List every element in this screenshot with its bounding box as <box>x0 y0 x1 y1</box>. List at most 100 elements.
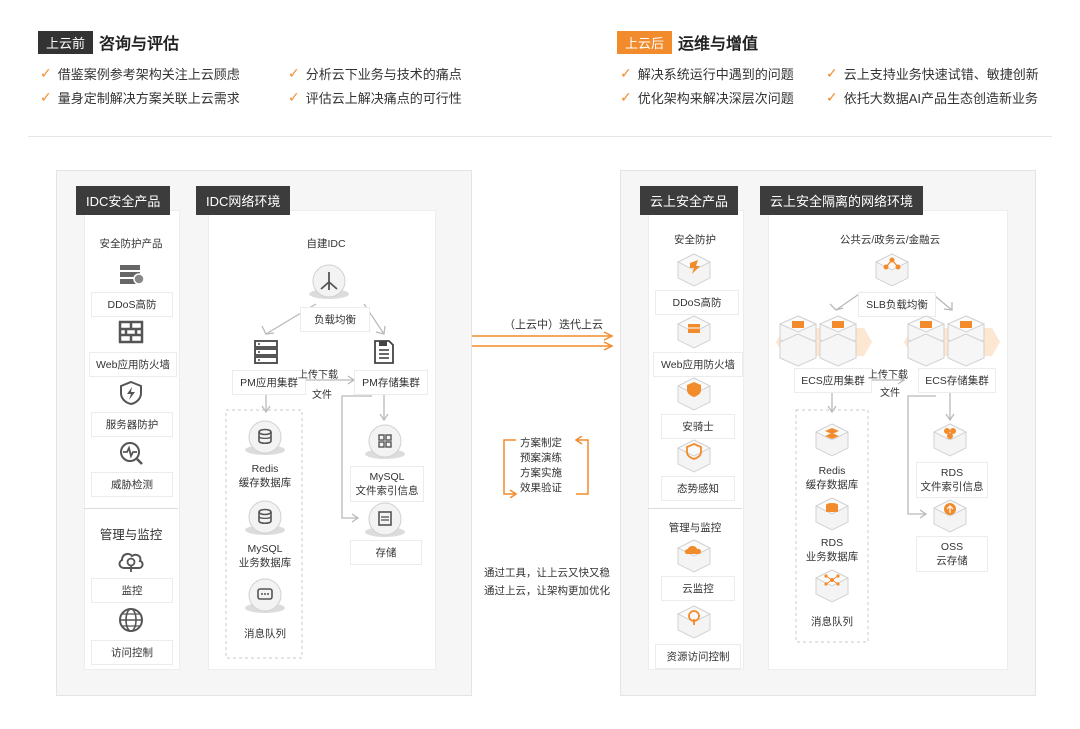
firewall-icon <box>118 320 144 349</box>
ddos-cube-icon <box>676 253 712 287</box>
ecs-app-cluster-icon <box>776 315 872 367</box>
idc-storage-label: 存储 <box>350 540 422 565</box>
cycle-step-1: 方案制定 <box>520 437 562 449</box>
check-icon: ✓ <box>620 65 632 81</box>
right-group-divider <box>648 508 742 509</box>
after-header: 上云后 运维与增值 <box>617 30 758 54</box>
storage-doc-icon <box>372 340 396 369</box>
cloud-upload-label: 上传下载 <box>868 370 908 381</box>
server-rack-icon <box>254 340 278 369</box>
threat-detect-icon <box>118 440 144 471</box>
shield-bolt-icon <box>118 380 144 411</box>
slb-label: SLB负载均衡 <box>858 292 936 317</box>
mysql-db-icon <box>244 500 286 541</box>
load-balancer-icon <box>308 264 350 305</box>
cloud-network-column <box>768 210 1008 670</box>
cloud-aegis-label: 安骑士 <box>661 414 735 439</box>
idc-waf-label: Web应用防火墙 <box>89 352 177 377</box>
cycle-step-2: 预案演练 <box>520 452 562 464</box>
after-bullet-2: ✓云上支持业务快速试错、敏捷创新 <box>826 65 1039 82</box>
before-bullet-4: ✓评估云上解决痛点的可行性 <box>288 89 462 106</box>
check-icon: ✓ <box>826 89 838 105</box>
cycle-steps: 方案制定 预案演练 方案实施 效果验证 <box>520 436 562 496</box>
idc-label: 自建IDC <box>306 238 346 250</box>
idc-mgmt-group-label: 管理与监控 <box>99 528 163 542</box>
redis-db-icon <box>244 420 286 461</box>
after-bullet-1: ✓解决系统运行中遇到的问题 <box>620 65 794 82</box>
after-bullet-3: ✓优化架构来解决深层次问题 <box>620 89 794 106</box>
message-queue-icon <box>244 578 286 619</box>
pm-app-cluster-label: PM应用集群 <box>232 370 306 395</box>
check-icon: ✓ <box>288 65 300 81</box>
cycle-brackets <box>503 436 589 498</box>
check-icon: ✓ <box>826 65 838 81</box>
ecs-store-cluster-icon <box>904 315 1000 367</box>
migrate-arrows <box>472 331 614 351</box>
cycle-step-3: 方案实施 <box>520 467 562 479</box>
check-icon: ✓ <box>620 89 632 105</box>
ram-cube-icon <box>676 605 712 639</box>
cloud-ddos-label: DDoS高防 <box>655 290 739 315</box>
before-bullet-3: ✓量身定制解决方案关联上云需求 <box>40 89 240 106</box>
after-bullet-4: ✓依托大数据AI产品生态创造新业务 <box>826 89 1039 106</box>
before-bullet-1: ✓借鉴案例参考架构关注上云顾虑 <box>40 65 240 82</box>
header-divider <box>28 136 1052 137</box>
check-icon: ✓ <box>40 65 52 81</box>
cloud-type-label: 公共云/政务云/金融云 <box>839 234 941 246</box>
redis-cube-icon <box>814 423 850 457</box>
cloud-security-group-label: 安全防护 <box>674 234 716 246</box>
slb-cube-icon <box>874 253 910 287</box>
monitor-cloud-icon <box>116 548 146 579</box>
after-title: 运维与增值 <box>678 36 759 53</box>
waf-cube-icon <box>676 315 712 349</box>
cloud-mgmt-group-label: 管理与监控 <box>668 522 722 534</box>
idc-mq-label: 消息队列 <box>244 628 286 640</box>
middle-notes: 通过工具，让上云又快又稳 通过上云，让架构更加优化 <box>484 564 610 600</box>
cloud-monitor-cube-icon <box>676 539 712 573</box>
rds-biz-cube-icon <box>814 497 850 531</box>
cloud-mq-label: 消息队列 <box>811 616 853 628</box>
idc-ddos-label: DDoS高防 <box>91 292 173 317</box>
idc-server-protect-label: 服务器防护 <box>91 412 173 437</box>
idc-threat-label: 威胁检测 <box>91 472 173 497</box>
migrate-arrow-label: （上云中）迭代上云 <box>504 319 603 331</box>
cloud-ram-label: 资源访问控制 <box>655 644 741 669</box>
middle-note-2: 通过上云，让架构更加优化 <box>484 585 610 597</box>
aegis-cube-icon <box>676 377 712 411</box>
idc-lb-label: 负载均衡 <box>300 307 370 332</box>
cloud-situation-label: 态势感知 <box>661 476 735 501</box>
after-tag: 上云后 <box>617 30 673 54</box>
idc-access-label: 访问控制 <box>91 640 173 665</box>
globe-icon <box>117 606 145 639</box>
cloud-network-title: 云上安全隔离的网络环境 <box>760 186 924 215</box>
idc-file-label: 文件 <box>312 390 332 401</box>
oss-cube-icon <box>932 499 968 533</box>
ecs-store-cluster-label: ECS存储集群 <box>918 368 996 393</box>
before-bullet-2: ✓分析云下业务与技术的痛点 <box>288 65 462 82</box>
cloud-security-title: 云上安全产品 <box>640 186 739 215</box>
pm-store-cluster-label: PM存储集群 <box>354 370 428 395</box>
idc-security-group-label: 安全防护产品 <box>99 238 163 250</box>
check-icon: ✓ <box>40 89 52 105</box>
mq-cube-icon <box>814 569 850 603</box>
idc-monitor-label: 监控 <box>91 578 173 603</box>
idc-network-title: IDC网络环境 <box>196 186 291 215</box>
left-group-divider <box>84 508 178 509</box>
idc-upload-label: 上传下载 <box>298 370 338 381</box>
cycle-step-4: 效果验证 <box>520 482 562 494</box>
idc-security-title: IDC安全产品 <box>76 186 171 215</box>
cloud-file-label: 文件 <box>880 388 900 399</box>
mysql-index-icon <box>364 424 406 465</box>
before-header: 上云前 咨询与评估 <box>38 30 179 54</box>
middle-note-1: 通过工具，让上云又快又稳 <box>484 567 610 579</box>
storage-icon <box>364 502 406 543</box>
check-icon: ✓ <box>288 89 300 105</box>
